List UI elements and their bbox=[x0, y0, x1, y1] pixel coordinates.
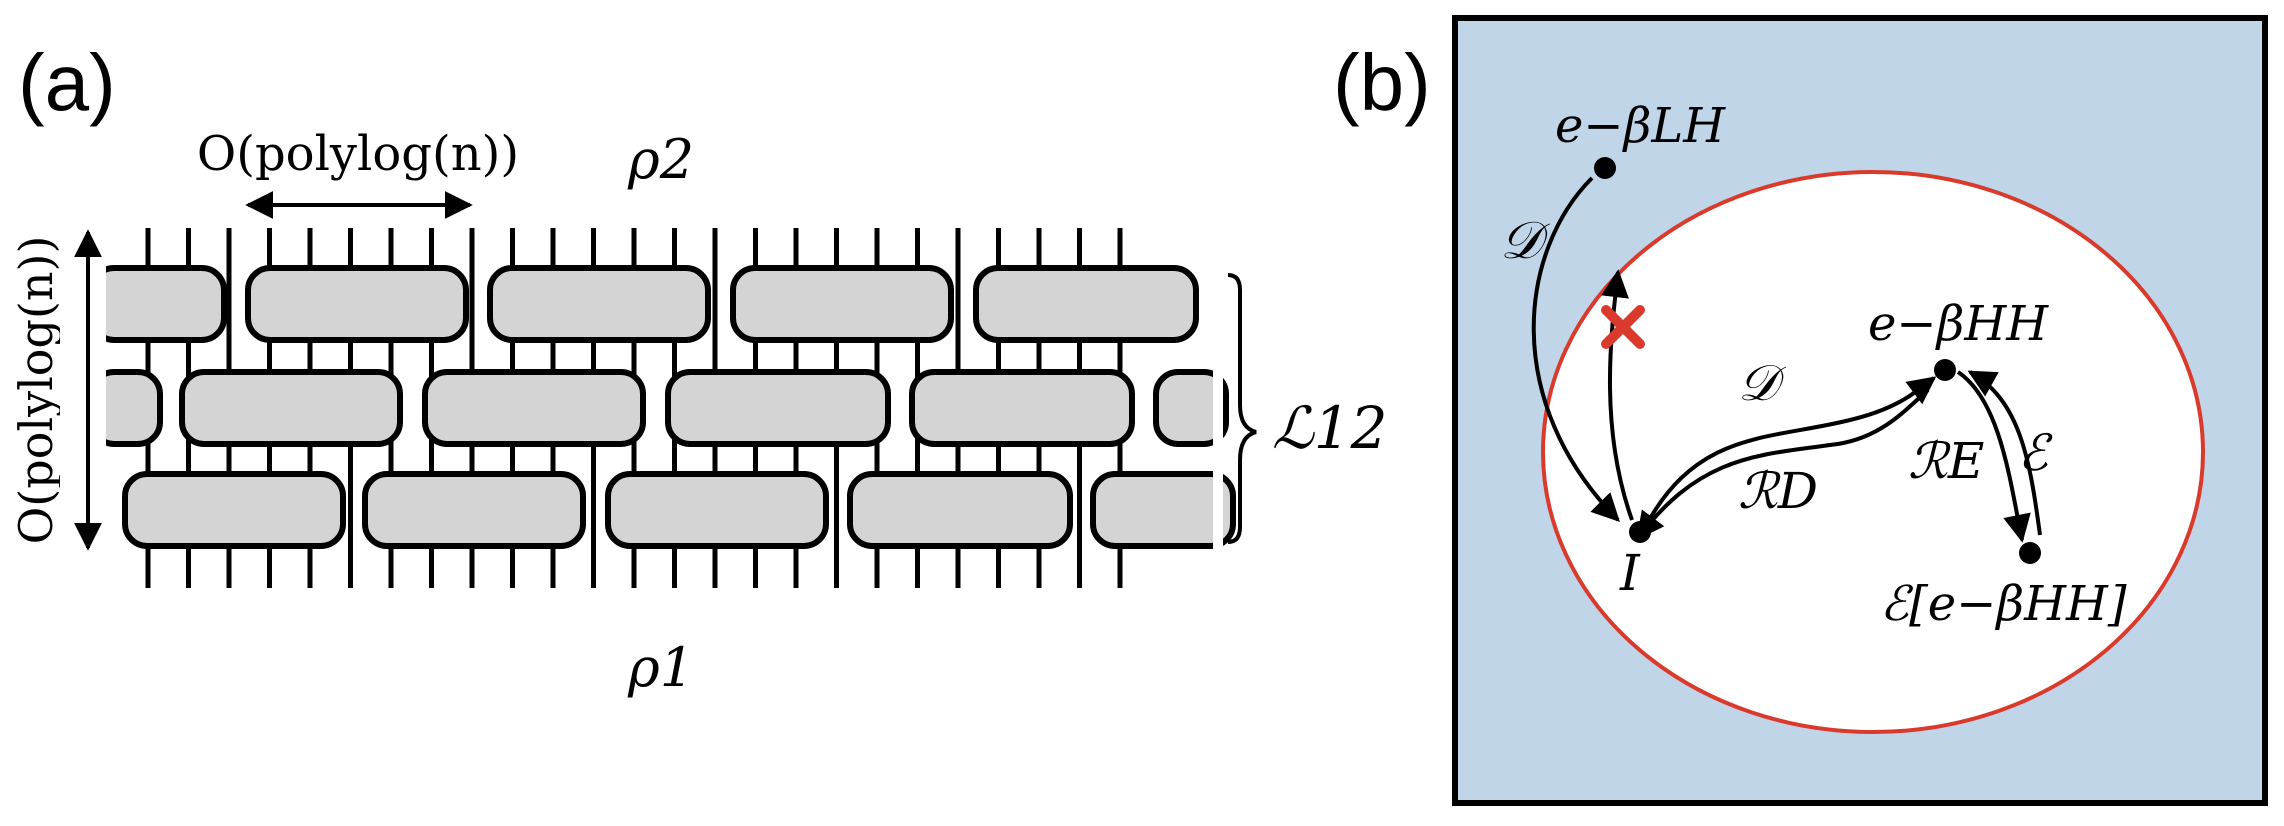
channel-arrow bbox=[1967, 370, 2042, 536]
bottom-state-label: ρ1 bbox=[627, 636, 694, 699]
high-temp-point bbox=[1934, 359, 1956, 381]
left-crop-mask bbox=[60, 220, 106, 600]
low-temp-label: e−βLH bbox=[1555, 98, 1726, 154]
identity-label: I bbox=[1619, 544, 1641, 602]
panel-b: (b) e−βLH e−βHH I ℰ[e−βHH] 𝒟 𝒟 ℛD ℛE bbox=[1333, 15, 2268, 806]
local-gate bbox=[847, 471, 1073, 549]
vertical-scale-label: O(polylog(n)) bbox=[9, 236, 63, 545]
recovery-d-label: ℛD bbox=[1738, 462, 1818, 520]
depolarize-arrow-left bbox=[1531, 176, 1620, 522]
channel-label: ℰ bbox=[2018, 424, 2053, 482]
forbidden-mark bbox=[1601, 305, 1645, 349]
reachable-region bbox=[1541, 170, 2205, 734]
local-gate bbox=[245, 265, 469, 343]
local-gate bbox=[665, 369, 891, 447]
local-gate bbox=[179, 369, 403, 447]
channel-output-label: ℰ[e−βHH] bbox=[1880, 576, 2127, 632]
local-gate bbox=[973, 265, 1199, 343]
panel-a-label: (a) bbox=[18, 38, 116, 127]
local-gate bbox=[1153, 369, 1229, 447]
channel-output-point bbox=[2019, 542, 2041, 564]
right-crop-mask bbox=[1213, 220, 1223, 600]
top-state-label: ρ2 bbox=[627, 128, 694, 191]
recovery-d-arrow bbox=[1636, 388, 1930, 541]
high-temp-label: e−βHH bbox=[1868, 296, 2049, 352]
local-gate bbox=[89, 265, 227, 343]
panel-b-label: (b) bbox=[1333, 38, 1431, 127]
depolarize-arrow-middle bbox=[1646, 376, 1937, 523]
local-gate bbox=[362, 471, 586, 549]
layer-label: ℒ12 bbox=[1272, 394, 1388, 462]
local-gate bbox=[730, 265, 954, 343]
panel-a: (a) O(polylog(n)) O(polylog(n)) ρ2 ρ1 ℒ1… bbox=[9, 38, 1388, 699]
local-gate bbox=[422, 369, 646, 447]
layer-brace bbox=[1227, 273, 1257, 544]
local-gate bbox=[909, 369, 1135, 447]
circuit-gates bbox=[60, 220, 1236, 600]
horizontal-scale-label: O(polylog(n)) bbox=[197, 126, 519, 182]
identity-point bbox=[1629, 521, 1651, 543]
forbidden-arrow bbox=[1601, 269, 1634, 521]
local-gate bbox=[1090, 471, 1236, 549]
local-gate bbox=[605, 471, 829, 549]
recovery-e-label: ℛE bbox=[1908, 432, 1984, 490]
local-gate bbox=[122, 471, 346, 549]
low-temp-point bbox=[1594, 157, 1616, 179]
local-gate bbox=[487, 265, 711, 343]
